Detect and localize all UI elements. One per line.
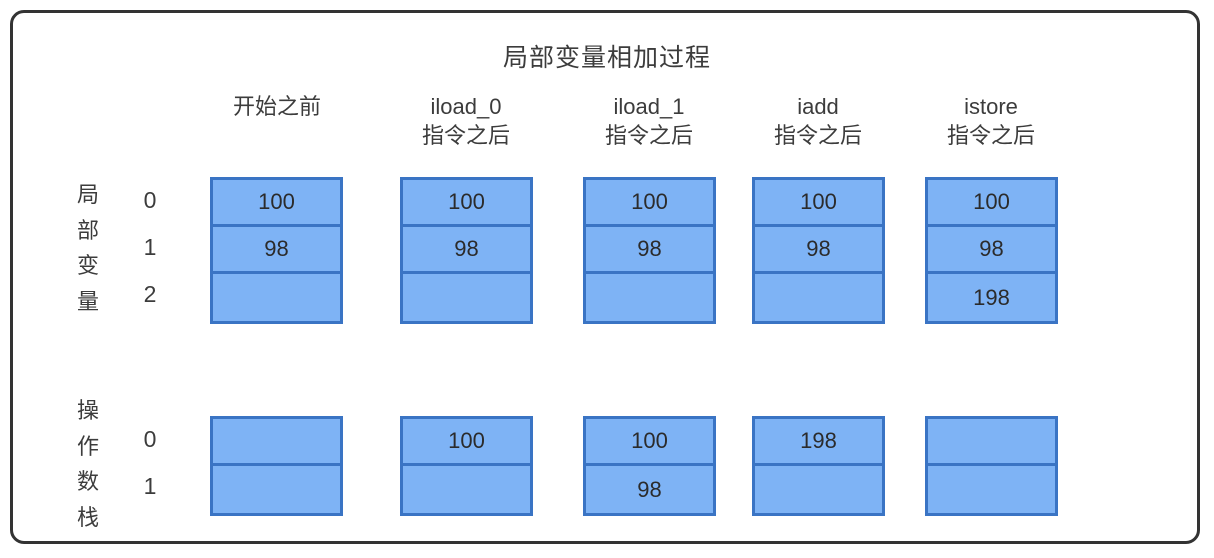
local-variables-cell-1-2	[403, 274, 530, 321]
local-variables-cell-2-1: 98	[586, 227, 713, 274]
column-header-1-line1: iload_0	[430, 94, 502, 119]
local-variables-cell-1-0: 100	[403, 180, 530, 227]
local-variables-cell-3-2	[755, 274, 882, 321]
column-header-4-line2: 指令之后	[946, 123, 1035, 148]
operand-stack-cell-1-0: 100	[403, 419, 530, 466]
index-operand-stack-0: 0	[143, 426, 157, 452]
index-local-variables-2: 2	[143, 281, 157, 307]
index-column-local-variables: 0 1 2	[135, 177, 165, 318]
local-variables-cell-3-1: 98	[755, 227, 882, 274]
local-variables-cell-4-0: 100	[928, 180, 1055, 227]
operand-stack-cell-2-0: 100	[586, 419, 713, 466]
local-variables-cell-2-2	[586, 274, 713, 321]
operand-stack-table-0	[210, 416, 343, 516]
operand-stack-cell-1-1	[403, 466, 530, 513]
section-label-operand-stack-char-3: 栈	[76, 504, 99, 530]
column-header-2: iload_1 指令之后	[554, 92, 744, 150]
operand-stack-table-4	[925, 416, 1058, 516]
index-local-variables-1: 1	[143, 234, 157, 260]
local-variables-cell-3-0: 100	[755, 180, 882, 227]
column-header-0-line1: 开始之前	[232, 94, 321, 119]
local-variables-cell-1-1: 98	[403, 227, 530, 274]
local-variables-table-4: 100 98 198	[925, 177, 1058, 324]
operand-stack-cell-4-0	[928, 419, 1055, 466]
section-label-local-variables-char-3: 量	[76, 288, 99, 314]
column-header-2-line1: iload_1	[613, 94, 685, 119]
column-header-0: 开始之前	[182, 92, 372, 121]
operand-stack-cell-3-0: 198	[755, 419, 882, 466]
local-variables-table-2: 100 98	[583, 177, 716, 324]
column-header-4-line1: istore	[964, 94, 1018, 119]
column-header-2-line2: 指令之后	[604, 123, 693, 148]
local-variables-table-1: 100 98	[400, 177, 533, 324]
section-label-local-variables-char-1: 部	[76, 217, 99, 243]
local-variables-cell-0-1: 98	[213, 227, 340, 274]
local-variables-table-0: 100 98	[210, 177, 343, 324]
column-header-1-line2: 指令之后	[421, 123, 510, 148]
operand-stack-table-1: 100	[400, 416, 533, 516]
local-variables-cell-0-0: 100	[213, 180, 340, 227]
local-variables-cell-4-1: 98	[928, 227, 1055, 274]
index-operand-stack-1: 1	[143, 473, 157, 499]
local-variables-cell-2-0: 100	[586, 180, 713, 227]
index-column-operand-stack: 0 1	[135, 416, 165, 510]
operand-stack-cell-0-0	[213, 419, 340, 466]
section-label-local-variables-char-2: 变	[76, 253, 99, 278]
section-label-operand-stack: 操 作 数 栈	[68, 393, 108, 535]
column-header-4: istore 指令之后	[896, 92, 1086, 150]
operand-stack-cell-0-1	[213, 466, 340, 513]
operand-stack-table-3: 198	[752, 416, 885, 516]
column-header-3-line2: 指令之后	[773, 123, 862, 148]
column-header-3: iadd 指令之后	[723, 92, 913, 150]
operand-stack-cell-3-1	[755, 466, 882, 513]
section-label-operand-stack-char-1: 作	[76, 433, 99, 459]
local-variables-table-3: 100 98	[752, 177, 885, 324]
section-label-operand-stack-char-0: 操	[76, 398, 99, 423]
local-variables-cell-4-2: 198	[928, 274, 1055, 321]
operand-stack-cell-2-1: 98	[586, 466, 713, 513]
section-label-operand-stack-char-2: 数	[76, 469, 99, 494]
section-label-local-variables: 局 部 变 量	[68, 177, 108, 319]
operand-stack-table-2: 100 98	[583, 416, 716, 516]
diagram-title: 局部变量相加过程	[502, 44, 711, 72]
column-header-1: iload_0 指令之后	[371, 92, 561, 150]
index-local-variables-0: 0	[143, 187, 157, 213]
local-variables-cell-0-2	[213, 274, 340, 321]
operand-stack-cell-4-1	[928, 466, 1055, 513]
column-header-3-line1: iadd	[797, 94, 839, 119]
section-label-local-variables-char-0: 局	[76, 182, 99, 207]
